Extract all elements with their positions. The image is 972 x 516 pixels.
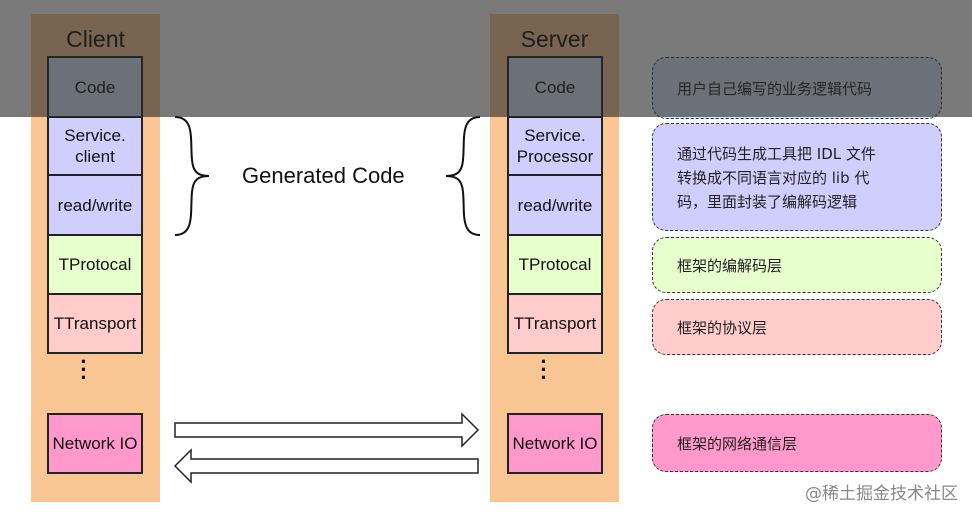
- request-arrow: [174, 412, 480, 448]
- server-network-layer: Network IO: [507, 413, 603, 474]
- server-transport-layer: TTransport: [507, 293, 603, 354]
- watermark: @稀土掘金技术社区: [805, 484, 958, 504]
- client-protocol-layer: TProtocal: [47, 234, 143, 295]
- server-protocol-layer: TProtocal: [507, 234, 603, 295]
- client-network-layer: Network IO: [47, 413, 143, 474]
- note-network-layer: 框架的网络通信层: [652, 414, 942, 472]
- note-generated-code: 通过代码生成工具把 IDL 文件 转换成不同语言对应的 lib 代 码，里面封装…: [652, 123, 942, 231]
- client-ellipsis: ···: [80, 349, 88, 390]
- note-business-code: 用户自己编写的业务逻辑代码: [652, 57, 942, 119]
- client-transport-layer: TTransport: [47, 293, 143, 354]
- note-protocol-layer: 框架的编解码层: [652, 237, 942, 293]
- client-service-layer: Service. client: [47, 116, 143, 176]
- server-service-layer: Service. Processor: [507, 116, 603, 176]
- right-brace: [445, 116, 481, 236]
- note-transport-layer: 框架的协议层: [652, 299, 942, 355]
- generated-code-label: Generated Code: [242, 163, 405, 188]
- server-ellipsis: ···: [540, 349, 548, 390]
- client-readwrite-layer: read/write: [47, 174, 143, 236]
- response-arrow: [173, 448, 479, 484]
- left-brace: [174, 116, 210, 236]
